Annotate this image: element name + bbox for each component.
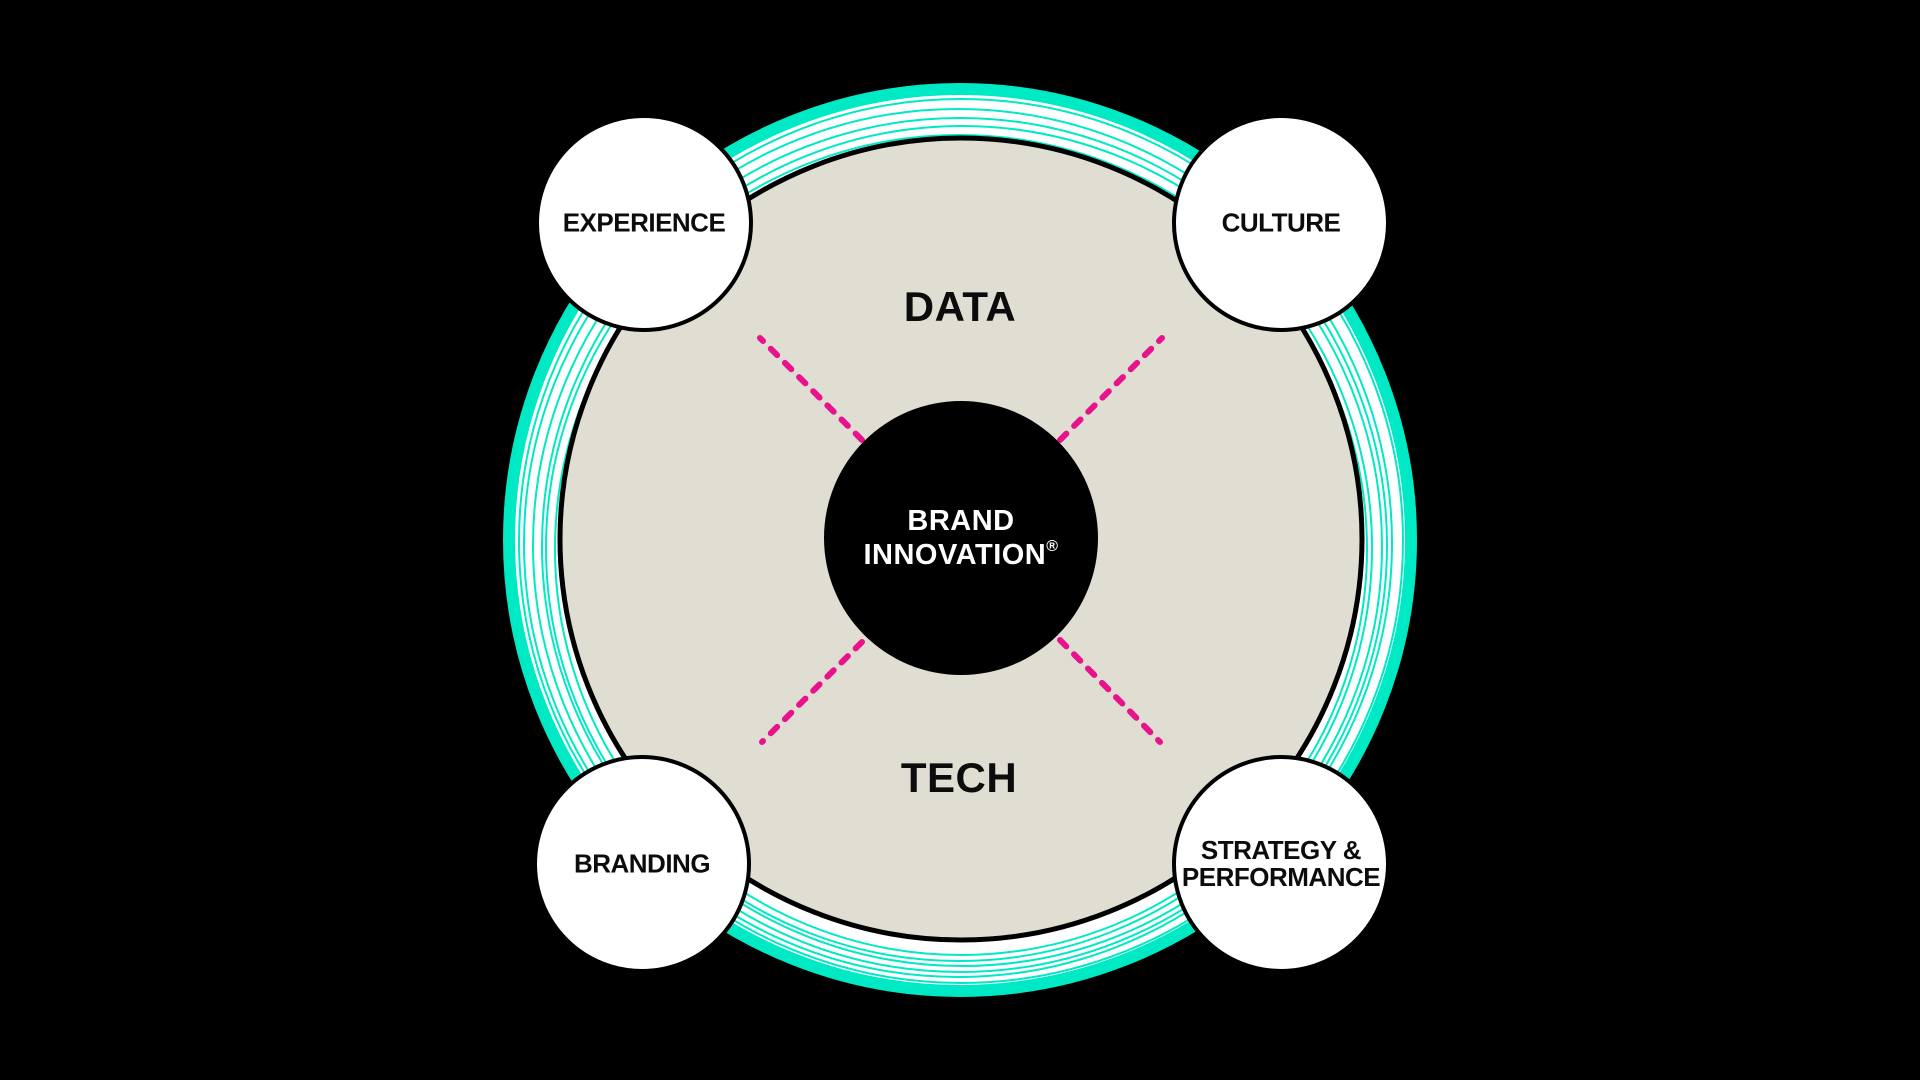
dashed-connector-top-right (1057, 335, 1165, 443)
strategy-label-line1: STRATEGY & (1200, 835, 1362, 865)
axis-label-data: DATA (903, 283, 1017, 330)
registered-trademark-symbol: ® (1046, 537, 1059, 555)
node-circle-strategy-performance (1172, 755, 1390, 973)
center-hub-circle (824, 401, 1098, 675)
thin-ring-5 (545, 134, 1373, 962)
node-circle-culture (1172, 114, 1390, 332)
node-label-experience: EXPERIENCE (562, 207, 726, 238)
node-label-culture: CULTURE (1221, 207, 1341, 238)
node-label-branding: BRANDING (573, 848, 711, 879)
center-hub-label: BRAND INNOVATION® (863, 504, 1058, 572)
dashed-connector-top-left (757, 335, 865, 443)
thin-ring-4 (541, 125, 1383, 967)
thin-ring-3 (532, 117, 1388, 973)
node-circle-experience (535, 114, 753, 332)
node-label-strategy-performance: STRATEGY & PERFORMANCE (1181, 835, 1381, 892)
node-circle-branding (533, 755, 751, 973)
thin-ring-1 (518, 98, 1404, 984)
axis-label-tech: TECH (900, 754, 1018, 801)
center-label-line2-row: INNOVATION® (863, 538, 1058, 572)
dashed-connector-bottom-left (759, 639, 865, 745)
strategy-label-line2: PERFORMANCE (1181, 862, 1381, 892)
thin-ring-2 (523, 108, 1393, 978)
center-label-line2: INNOVATION (863, 539, 1047, 571)
center-label-line1: BRAND (907, 505, 1015, 537)
dashed-connector-bottom-right (1057, 637, 1163, 745)
